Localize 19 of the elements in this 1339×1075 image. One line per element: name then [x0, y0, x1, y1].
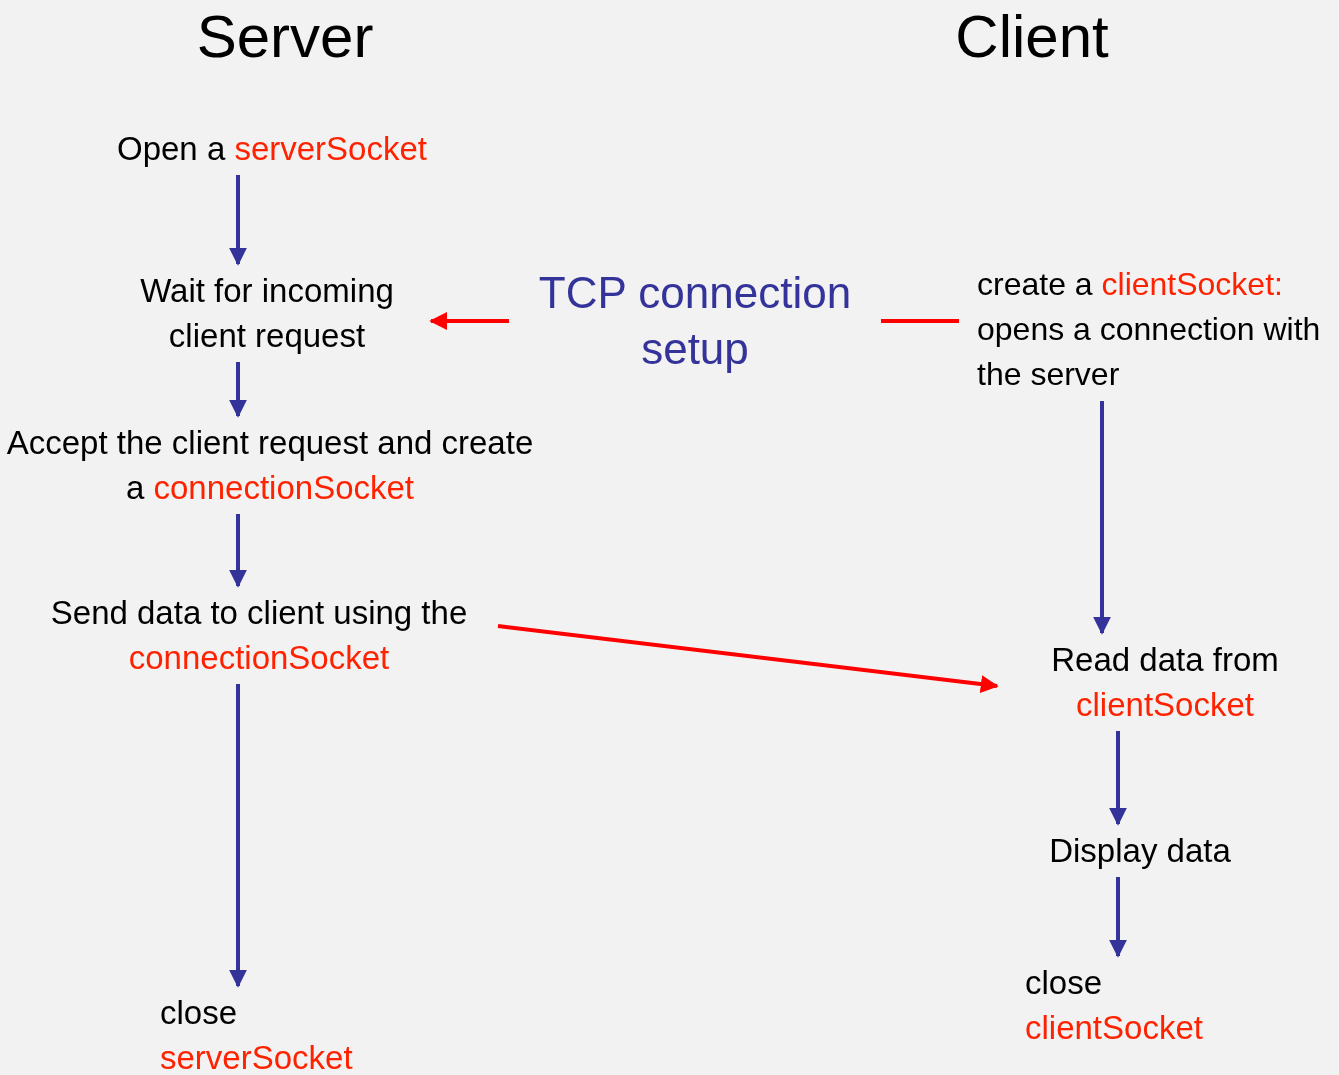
arrow [497, 624, 999, 693]
step-text: close clientSocket [1025, 960, 1265, 1050]
arrow [229, 362, 247, 418]
arrow [1109, 731, 1127, 826]
arrow [229, 175, 247, 266]
step-text: Accept the client request and create a connectionSocket [5, 420, 535, 510]
column-heading: Server [195, 2, 375, 72]
step-text: close serverSocket [160, 990, 400, 1075]
column-heading: Client [954, 2, 1110, 72]
step-text: Wait for incoming client request [107, 268, 427, 358]
step-text: Open a serverSocket [62, 126, 482, 171]
step-text: Read data from clientSocket [1015, 637, 1315, 727]
arrow [1093, 401, 1111, 635]
arrow [1109, 877, 1127, 958]
step-text: create a clientSocket: opens a connection with the server [977, 262, 1337, 397]
arrow [229, 684, 247, 988]
arrow [229, 514, 247, 588]
step-text: Send data to client using the connectionSocket [24, 590, 494, 680]
step-text: Display data [1010, 828, 1270, 873]
